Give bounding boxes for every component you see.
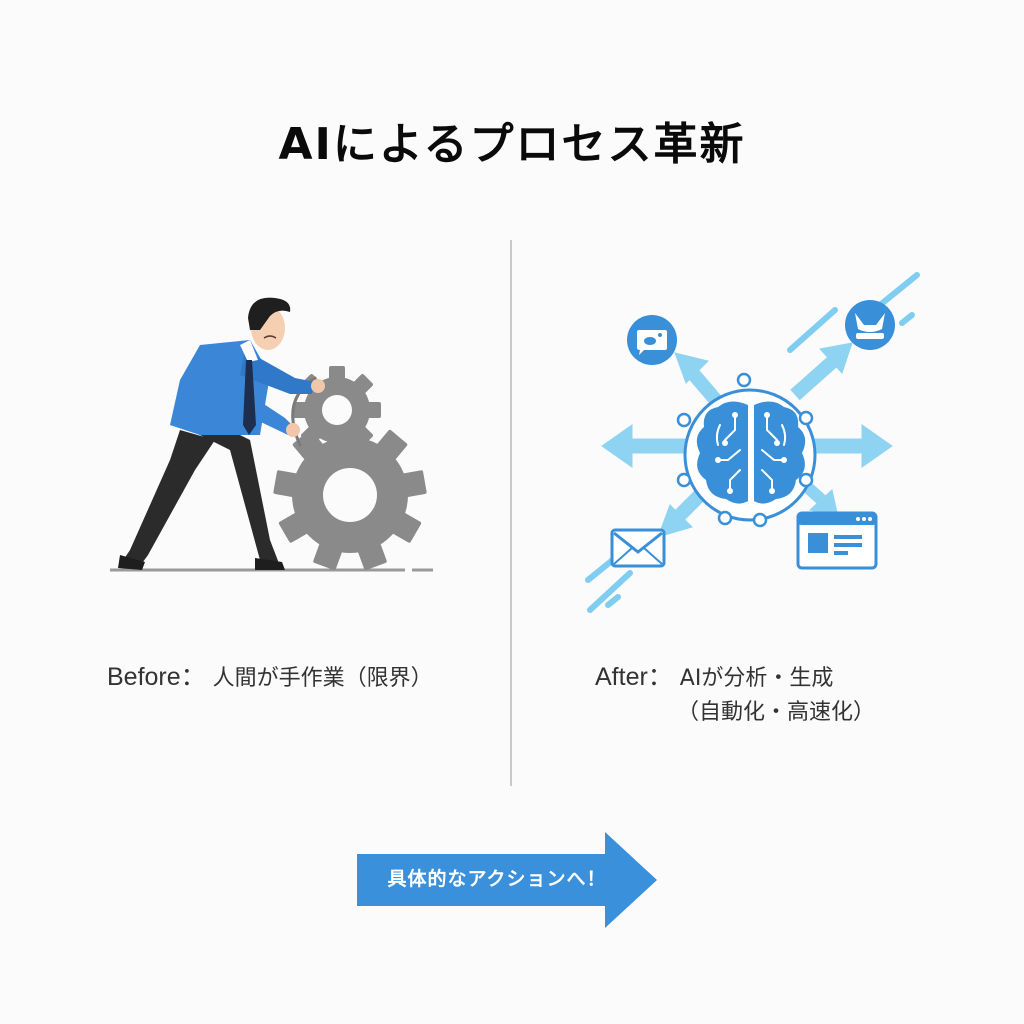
email-icon (610, 528, 666, 568)
chat-bubble-icon (627, 315, 677, 365)
page-title: AIによるプロセス革新 (278, 119, 746, 170)
large-gear-icon (273, 419, 427, 570)
cta-label: 具体的なアクションへ！ (387, 868, 607, 890)
before-caption: Before： 人間が手作業（限界） (107, 660, 433, 696)
after-description-line1: AIが分析・生成 (679, 666, 834, 691)
before-label: Before： (107, 663, 206, 691)
cloud-service-icon (845, 300, 895, 350)
brain-circuit-icon (696, 401, 806, 504)
before-description: 人間が手作業（限界） (212, 666, 433, 691)
after-caption: After： AIが分析・生成 （自動化・高速化） (595, 660, 875, 730)
arrow-shape-icon (357, 832, 657, 928)
after-illustration (580, 265, 940, 615)
cta-arrow-button[interactable]: 具体的なアクションへ！ (357, 832, 657, 928)
center-divider (510, 240, 512, 786)
small-gear-icon (293, 366, 381, 454)
after-label: After： (595, 663, 673, 691)
browser-window-icon (796, 511, 878, 570)
after-description-line2: （自動化・高速化） (677, 700, 876, 725)
person-figure (118, 297, 325, 570)
before-illustration (100, 290, 440, 580)
